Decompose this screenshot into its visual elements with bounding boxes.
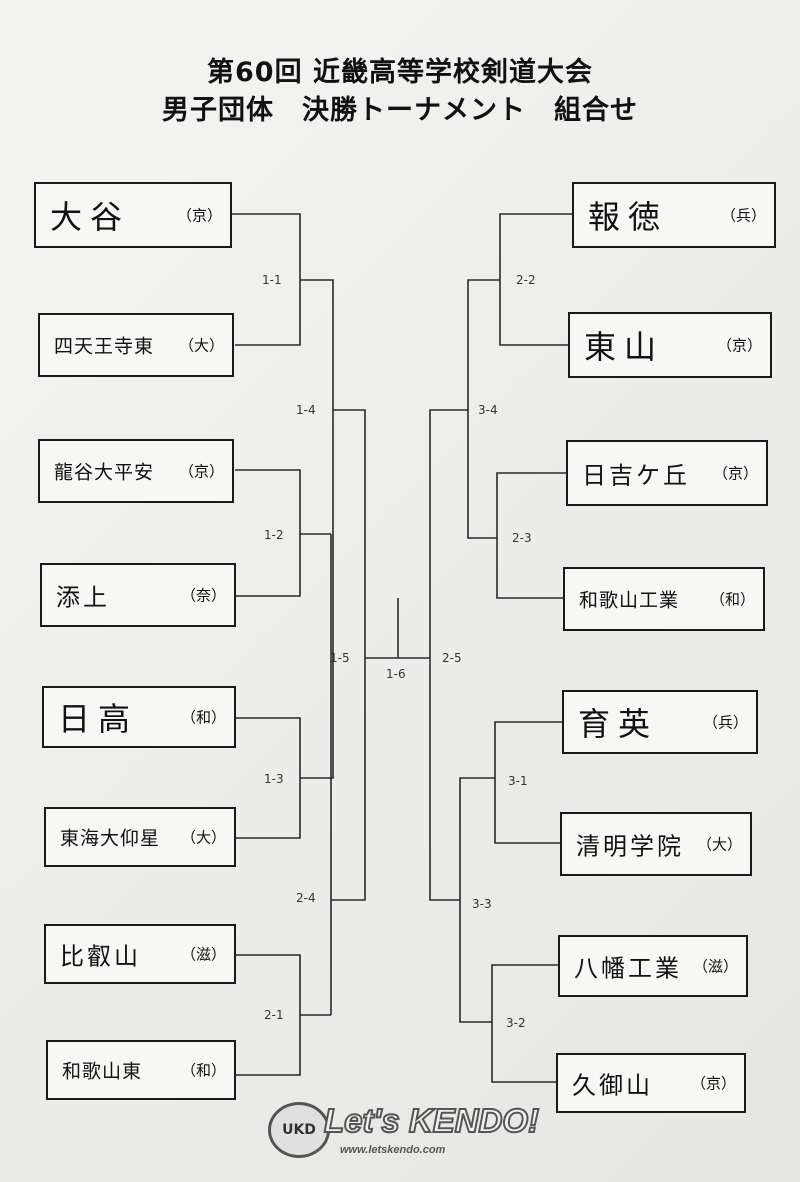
team-box-right-2: 東山 （京）: [568, 312, 772, 378]
team-name: 八幡工業: [574, 954, 682, 983]
team-name: 報徳: [588, 198, 669, 236]
team-prefecture: （大）: [696, 835, 742, 854]
team-box-right-8: 久御山 （京）: [556, 1053, 746, 1113]
team-box-right-3: 日吉ケ丘 （京）: [566, 440, 768, 506]
letskendo-logo: UKD Let's KENDO! www.letskendo.com: [268, 1098, 540, 1164]
tournament-subtitle: 男子団体 決勝トーナメント 組合せ: [162, 95, 638, 126]
team-name: 和歌山工業: [579, 589, 680, 612]
team-prefecture: （京）: [690, 1074, 736, 1093]
team-prefecture: （和）: [180, 708, 226, 727]
match-label: 1-5: [330, 651, 350, 665]
team-box-left-6: 東海大仰星 （大）: [44, 807, 236, 867]
ukd-badge-icon: UKD: [268, 1102, 330, 1158]
team-prefecture: （京）: [716, 336, 762, 355]
team-prefecture: （滋）: [180, 945, 226, 964]
team-box-left-2: 四天王寺東 （大）: [38, 313, 234, 377]
team-name: 添上: [56, 583, 110, 612]
team-box-right-5: 育英 （兵）: [562, 690, 758, 754]
team-name: 和歌山東: [62, 1060, 143, 1083]
match-label: 2-2: [516, 273, 536, 287]
team-name: 清明学院: [576, 832, 684, 861]
logo-text: Let's KENDO!: [323, 1101, 540, 1140]
team-box-left-1: 大谷 （京）: [34, 182, 232, 248]
team-prefecture: （奈）: [180, 586, 226, 605]
team-box-right-1: 報徳 （兵）: [572, 182, 776, 248]
team-box-right-6: 清明学院 （大）: [560, 812, 752, 876]
match-label: 3-3: [472, 897, 492, 911]
match-label: 1-1: [262, 273, 282, 287]
match-label: 3-1: [508, 774, 528, 788]
team-name: 比叡山: [60, 942, 141, 971]
match-label: 1-3: [264, 772, 284, 786]
team-box-right-7: 八幡工業 （滋）: [558, 935, 748, 997]
match-label: 1-6: [386, 667, 406, 681]
team-name: 久御山: [572, 1071, 653, 1100]
team-box-left-3: 龍谷大平安 （京）: [38, 439, 234, 503]
team-prefecture: （兵）: [702, 713, 748, 732]
tournament-title: 第60回 近畿高等学校剣道大会: [207, 57, 593, 88]
team-prefecture: （京）: [712, 464, 758, 483]
match-label: 2-1: [264, 1008, 284, 1022]
team-name: 東山: [584, 328, 665, 366]
team-box-left-7: 比叡山 （滋）: [44, 924, 236, 984]
match-label: 2-5: [442, 651, 462, 665]
logo-url: www.letskendo.com: [340, 1144, 446, 1156]
team-prefecture: （京）: [178, 462, 224, 481]
team-prefecture: （兵）: [720, 206, 766, 225]
team-name: 龍谷大平安: [54, 461, 155, 484]
team-box-left-5: 日高 （和）: [42, 686, 236, 748]
team-box-right-4: 和歌山工業 （和）: [563, 567, 765, 631]
team-prefecture: （大）: [178, 336, 224, 355]
team-prefecture: （大）: [180, 828, 226, 847]
team-name: 四天王寺東: [54, 335, 155, 358]
team-box-left-4: 添上 （奈）: [40, 563, 236, 627]
team-prefecture: （滋）: [692, 957, 738, 976]
team-prefecture: （和）: [180, 1061, 226, 1080]
team-name: 日高: [58, 700, 139, 738]
team-name: 育英: [578, 705, 659, 743]
team-name: 大谷: [50, 198, 131, 236]
match-label: 3-2: [506, 1016, 526, 1030]
team-prefecture: （京）: [176, 206, 222, 225]
team-name: 日吉ケ丘: [582, 461, 690, 490]
match-label: 2-3: [512, 531, 532, 545]
team-prefecture: （和）: [709, 590, 755, 609]
match-label: 1-2: [264, 528, 284, 542]
match-label: 2-4: [296, 891, 316, 905]
team-box-left-8: 和歌山東 （和）: [46, 1040, 236, 1100]
match-label: 3-4: [478, 403, 498, 417]
team-name: 東海大仰星: [60, 827, 161, 850]
match-label: 1-4: [296, 403, 316, 417]
